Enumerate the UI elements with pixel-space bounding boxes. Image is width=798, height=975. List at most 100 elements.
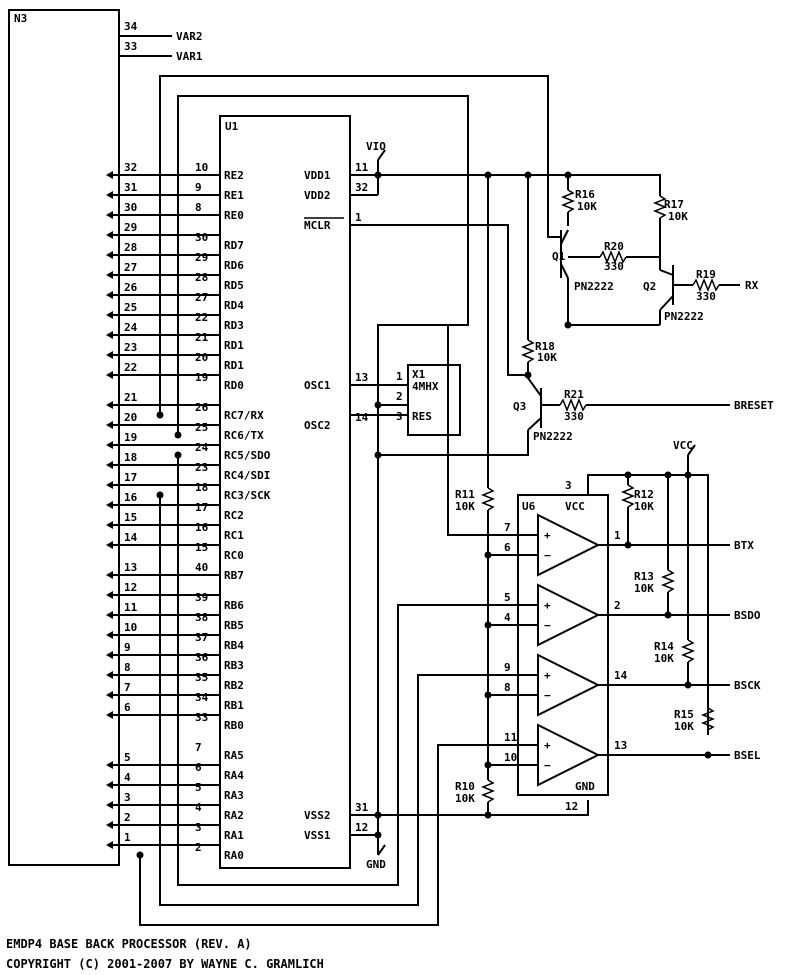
- u1-pin-number: 22: [195, 311, 208, 324]
- comparator-minus-pin: 8: [504, 681, 511, 694]
- comparator-plus-pin: 11: [504, 731, 518, 744]
- comparator-triangle: [537, 583, 601, 647]
- u6-vcc: VCC: [565, 500, 585, 513]
- u1-pin-number: 9: [195, 181, 202, 194]
- u1-pin-number: 1: [355, 211, 362, 224]
- n3-pin-number: 18: [124, 451, 137, 464]
- r14-label: R14: [654, 640, 674, 653]
- u1-pin-number: 30: [195, 231, 208, 244]
- net-breset: BRESET: [734, 399, 774, 412]
- u1-pin-label: OSC1: [304, 379, 331, 392]
- u1-pin-number: 24: [195, 441, 209, 454]
- u1-pin-label: RD3: [224, 319, 244, 332]
- comparator-minus: −: [544, 549, 551, 562]
- n3-pin-number: 20: [124, 411, 137, 424]
- x1-pin-3: 3: [396, 410, 403, 423]
- n3-pin-number: 25: [124, 301, 137, 314]
- n3-pin-number: 32: [124, 161, 137, 174]
- u1-pin-number: 28: [195, 271, 208, 284]
- junction-dot: [684, 681, 692, 689]
- u1-pin-label: RB5: [224, 619, 244, 632]
- comparator-plus-pin: 9: [504, 661, 511, 674]
- junction-dot: [374, 451, 382, 459]
- comparator-plus: +: [544, 529, 551, 542]
- title-line-2: COPYRIGHT (C) 2001-2007 BY WAYNE C. GRAM…: [6, 957, 324, 971]
- comparator-minus-pin: 10: [504, 751, 517, 764]
- r12-value: 10K: [634, 500, 654, 513]
- comparator-out-pin: 13: [614, 739, 627, 752]
- u1-pin-number: 3: [195, 821, 202, 834]
- vcc-label: VCC: [673, 439, 693, 452]
- u1-pin-number: 32: [355, 181, 368, 194]
- comparator-out-pin: 2: [614, 599, 621, 612]
- u1-pin-label: RC2: [224, 509, 244, 522]
- x1-value: 4MHX: [412, 380, 439, 393]
- q1-part: PN2222: [574, 280, 614, 293]
- r21-label: R21: [564, 388, 584, 401]
- gnd-label: GND: [366, 858, 386, 871]
- net-var2: VAR2: [176, 30, 203, 43]
- r17-value: 10K: [668, 210, 688, 223]
- net-bsdo: BSDO: [734, 609, 761, 622]
- u1-right-pin-group: 11VDD132VDD21MCLR13OSC114OSC231VSS212VSS…: [304, 161, 369, 842]
- u1-pin-label: RD4: [224, 299, 244, 312]
- r13-value: 10K: [634, 582, 654, 595]
- comparator-minus: −: [544, 619, 551, 632]
- n3-pin-number: 21: [124, 391, 138, 404]
- n3-pin-number: 28: [124, 241, 137, 254]
- comparator-out-pin: 14: [614, 669, 628, 682]
- comparator-minus: −: [544, 689, 551, 702]
- n3-pin-number: 9: [124, 641, 131, 654]
- junction-dot: [664, 611, 672, 619]
- u1-pin-label: RD0: [224, 379, 244, 392]
- n3-pin-number: 13: [124, 561, 137, 574]
- u1-pin-label: MCLR: [304, 219, 331, 232]
- junction-dot: [564, 321, 572, 329]
- u1-pin-label: RA5: [224, 749, 244, 762]
- comparator-minus-pin: 4: [504, 611, 511, 624]
- junction-dot: [564, 171, 572, 179]
- u1-pin-number: 19: [195, 371, 208, 384]
- u1-pin-label: RB7: [224, 569, 244, 582]
- u1-pin-label: RD1: [224, 359, 244, 372]
- net-var1: VAR1: [176, 50, 203, 63]
- junction-dot: [156, 411, 164, 419]
- u1-pin-label: RE2: [224, 169, 244, 182]
- u1-pin-number: 27: [195, 291, 208, 304]
- u1-pin-number: 38: [195, 611, 208, 624]
- u1-pin-label: VDD2: [304, 189, 331, 202]
- q1-label: Q1: [552, 250, 566, 263]
- n3-pin-number: 16: [124, 491, 138, 504]
- n3-pin-number: 7: [124, 681, 131, 694]
- comparator-plus: +: [544, 739, 551, 752]
- u1-label: U1: [225, 120, 239, 133]
- r16-label: R16: [575, 188, 595, 201]
- title-line-1: EMDP4 BASE BACK PROCESSOR (REV. A): [6, 937, 252, 951]
- x1-body: [407, 364, 461, 436]
- u1-pin-number: 29: [195, 251, 208, 264]
- junction-dot: [156, 491, 164, 499]
- comparator-minus: −: [544, 759, 551, 772]
- u1-pin-number: 4: [195, 801, 202, 814]
- u1-pin-number: 12: [355, 821, 368, 834]
- n3-pin-number: 23: [124, 341, 137, 354]
- u1-pin-number: 8: [195, 201, 202, 214]
- q2-part: PN2222: [664, 310, 704, 323]
- comparator-triangle: [537, 513, 601, 577]
- n3-pin-number: 15: [124, 511, 137, 524]
- x1-pin-2: 2: [396, 390, 403, 403]
- u6-gnd-pin: 12: [565, 800, 578, 813]
- junction-dot: [136, 851, 144, 859]
- u1-pin-number: 31: [355, 801, 369, 814]
- comparator-plus: +: [544, 669, 551, 682]
- u6-gnd: GND: [575, 780, 595, 793]
- vio-label: VIO: [366, 140, 386, 153]
- n3-pin-number: 14: [124, 531, 138, 544]
- r20-value: 330: [604, 260, 624, 273]
- r20-label: R20: [604, 240, 624, 253]
- junction-dot: [624, 541, 632, 549]
- u1-pin-number: 11: [355, 161, 369, 174]
- comparator-plus-pin: 7: [504, 521, 511, 534]
- junction-dot: [624, 471, 632, 479]
